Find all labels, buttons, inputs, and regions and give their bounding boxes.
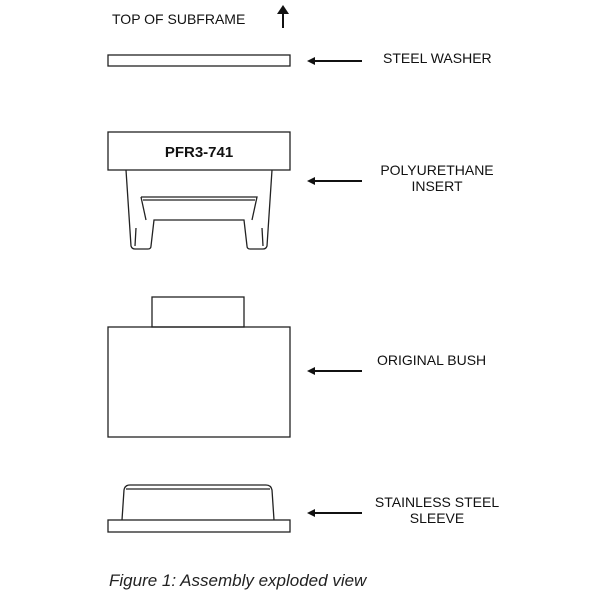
label-insert-1: POLYURETHANE bbox=[380, 162, 493, 178]
top-of-subframe-label: TOP OF SUBFRAME bbox=[112, 11, 245, 27]
polyurethane-insert: PFR3-741 bbox=[107, 131, 291, 250]
up-arrow-icon bbox=[277, 5, 289, 28]
label-sleeve-2: SLEEVE bbox=[410, 510, 464, 526]
steel-washer bbox=[107, 54, 291, 67]
pointer-arrows bbox=[307, 57, 362, 517]
label-original-bush: ORIGINAL BUSH bbox=[377, 352, 486, 368]
stainless-steel-sleeve bbox=[107, 484, 291, 533]
original-bush bbox=[107, 296, 291, 438]
part-number: PFR3-741 bbox=[165, 144, 233, 161]
label-insert-2: INSERT bbox=[411, 178, 463, 194]
figure-caption: Figure 1: Assembly exploded view bbox=[109, 571, 368, 590]
label-steel-washer: STEEL WASHER bbox=[383, 50, 492, 66]
label-sleeve-1: STAINLESS STEEL bbox=[375, 494, 499, 510]
